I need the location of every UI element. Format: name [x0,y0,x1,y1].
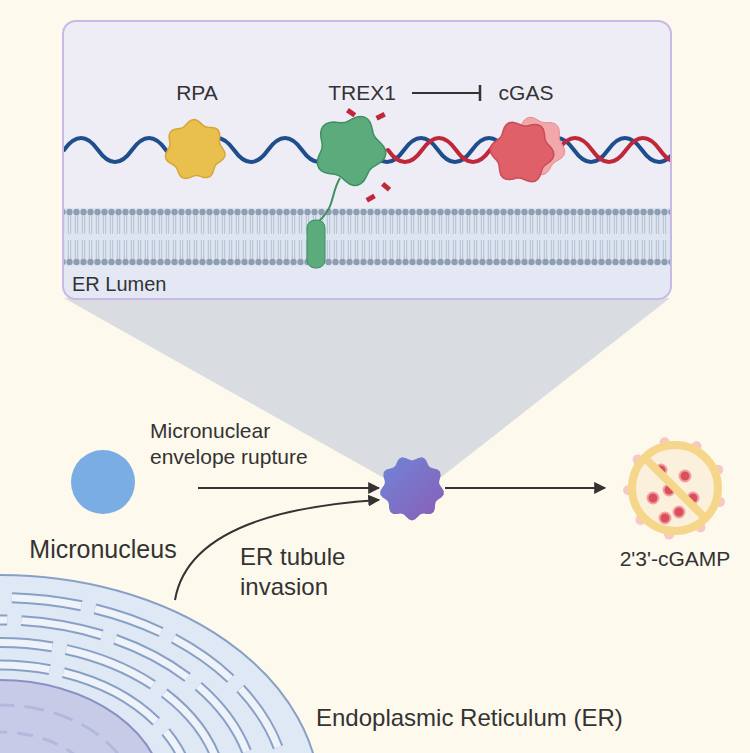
cgamp-backdrop [632,445,718,531]
cytosol-area [63,21,671,299]
trex1-tether [318,178,340,222]
edge-label: Micronuclear envelope rupture [150,418,350,471]
er-cisterna-outline [0,665,192,753]
trex1-transmembrane-helix [307,220,325,268]
cgamp-molecule [680,471,691,482]
er-cisterna [0,620,256,753]
ruptured-micronucleus-node-shape [379,455,445,521]
lumen-area [63,266,671,299]
cgas-node: cGAS [480,80,572,210]
protein-label: TREX1 [312,80,412,105]
er-node: Endoplasmic Reticulum (ER) [0,600,740,753]
trex1-node: TREX1 [312,80,412,210]
dna-fragment [381,182,391,192]
cgamp-molecule [660,513,671,524]
lipid-bilayer [63,205,671,267]
er-cisterna [0,598,288,753]
ruptured-micronucleus-node [379,455,445,521]
dna-fragment [376,112,386,120]
ruptured-micronucleus [380,457,444,520]
dna-fragment [366,194,376,203]
arrow-connector [445,487,605,489]
trex1-protein [318,116,386,185]
prohibition-slash [645,458,705,518]
region-label: ER Lumen [72,272,272,296]
nucleus-chromatin [0,732,100,753]
er-cisterna-outline [0,598,288,753]
nucleus [0,680,165,753]
inset-illustration [63,21,671,299]
rpa-protein [165,120,225,179]
er-cisterna [0,665,192,753]
er-cisterna-outline [0,620,256,753]
zoom-cone [64,298,670,478]
edge-label: ER tubule invasion [240,542,370,602]
rpa-node: RPA [162,80,232,192]
er-cisterna-outline [0,643,224,753]
protein-label: RPA [162,80,232,105]
node-label: Endoplasmic Reticulum (ER) [316,704,736,733]
cgamp-molecule [648,493,659,504]
inhibition-connector [412,92,480,94]
micronucleus-circle [71,450,135,514]
node-label: 2'3'-cGAMP [605,546,745,571]
er-body [0,575,320,753]
node-label: Micronucleus [8,534,198,564]
er-cisterna [0,643,224,753]
prohibition-ring [632,445,718,531]
cgas-protein [490,122,554,182]
arrow-connector [175,500,379,600]
protein-label: cGAS [480,80,572,105]
dna-fragment [346,108,356,117]
nucleus-chromatin [0,705,135,753]
cgamp-molecule [674,507,685,518]
arrow-connector [198,487,379,489]
zoom-inset-panel: ER Lumen RPA TREX1 cGAS [62,20,672,300]
cgamp-node: 2'3'-cGAMP [605,438,745,573]
